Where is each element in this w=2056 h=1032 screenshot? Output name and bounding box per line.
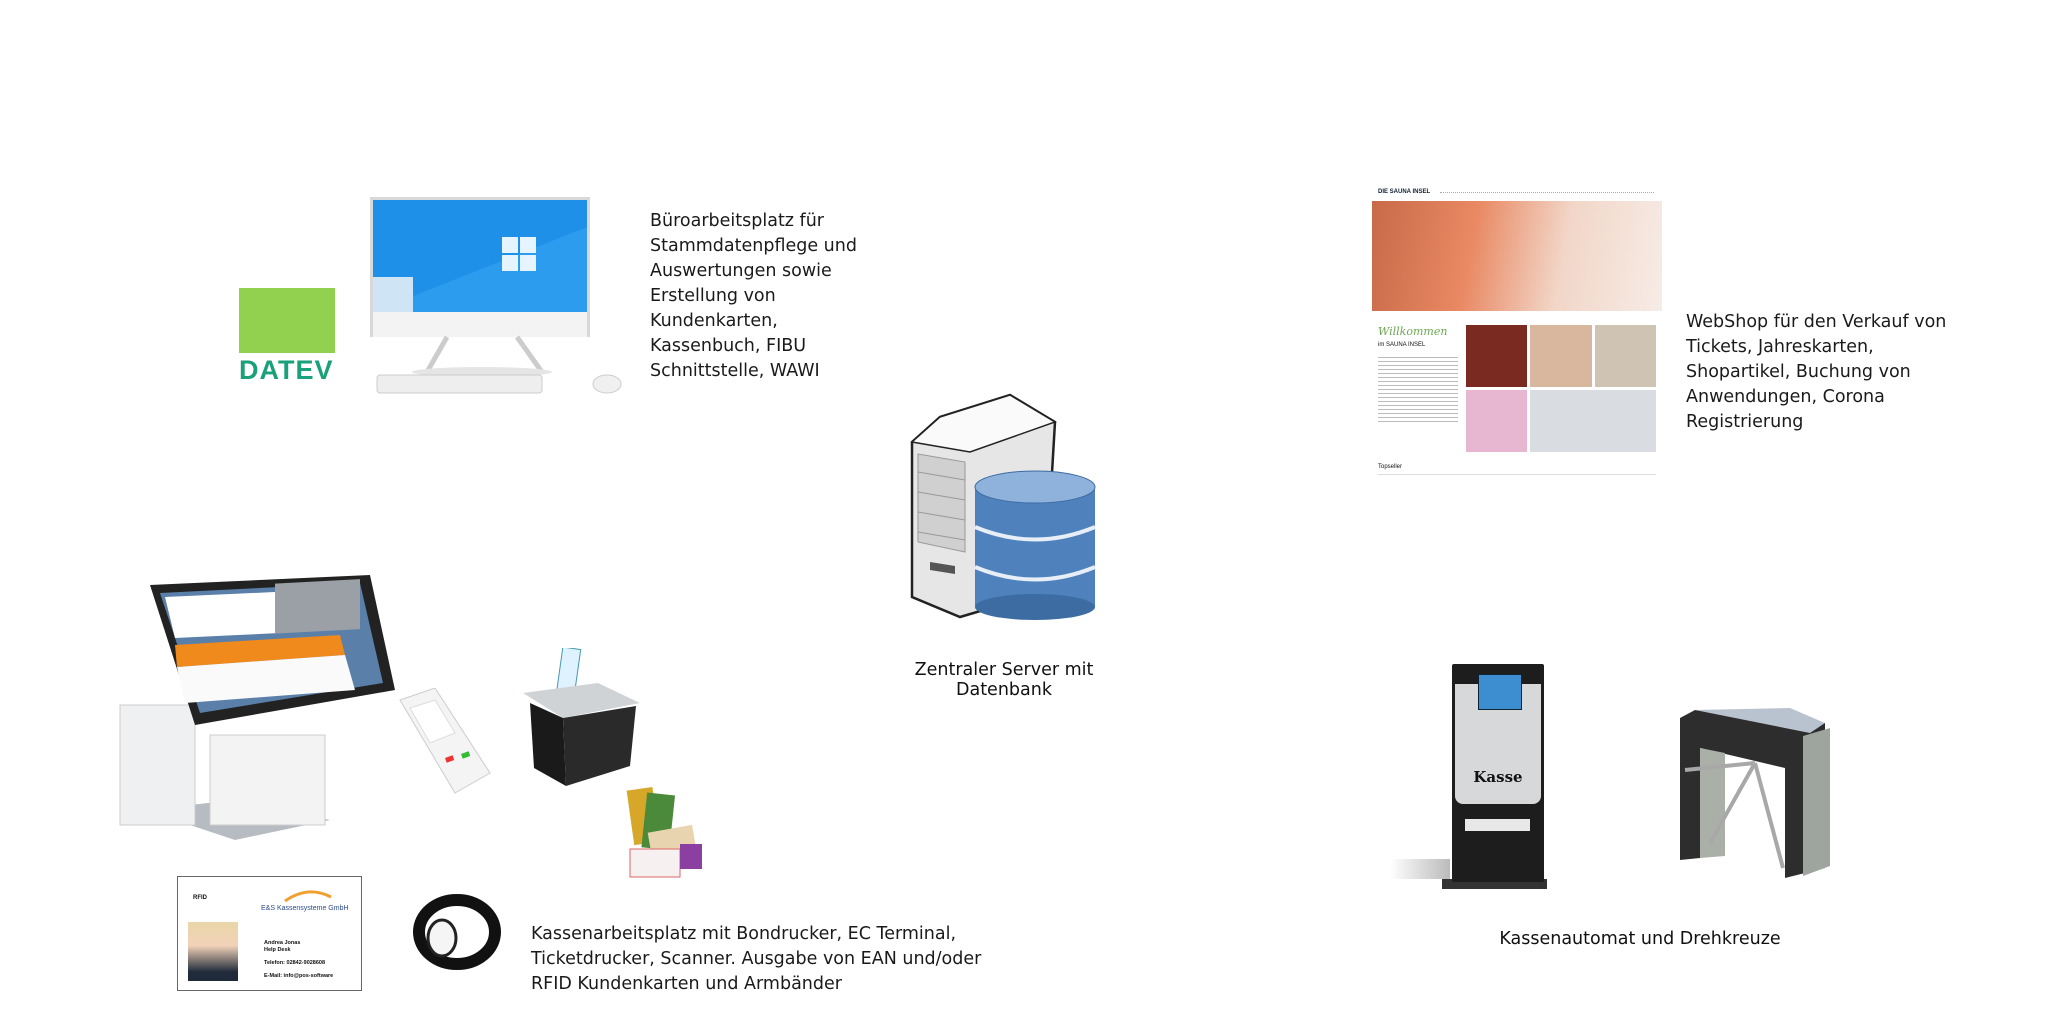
- office-description-line: Auswertungen sowie: [650, 261, 832, 281]
- card-company-name: E&S Kassensysteme GmbH: [261, 905, 349, 912]
- database-cylinder: [974, 470, 1096, 620]
- server-database-icon: [910, 393, 1096, 620]
- kiosk-caption: Kassenautomat und Drehkreuze: [1499, 929, 1781, 949]
- webshop-description-line: WebShop für den Verkauf von: [1686, 312, 1947, 332]
- rfid-label: RFID: [193, 895, 207, 901]
- office-description-line: Erstellung von: [650, 286, 776, 306]
- rfid-customer-card: RFID E&S Kassensysteme GmbH Andrea Jonas…: [177, 876, 362, 991]
- office-computer-image: [370, 197, 622, 394]
- webshop-header: DIE SAUNA INSEL: [1372, 183, 1662, 201]
- server-caption: Zentraler Server mit Datenbank: [914, 660, 1094, 700]
- kiosk-label: Kasse: [1473, 768, 1523, 786]
- card-phone: Telefon: 02842-9028608: [264, 960, 326, 966]
- rfid-wristband-image: [413, 894, 501, 970]
- webshop-description-line: Tickets, Jahreskarten,: [1686, 337, 1874, 357]
- office-description-line: Schnittstelle, WAWI: [650, 361, 820, 381]
- webshop-description-line: Registrierung: [1686, 412, 1804, 432]
- webshop-description-line: Anwendungen, Corona: [1686, 387, 1885, 407]
- webshop-logo: DIE SAUNA INSEL: [1378, 189, 1431, 195]
- datev-logo: DATEV: [239, 288, 335, 385]
- kiosk-screen: [1478, 674, 1522, 710]
- company-logo-arc-icon: [284, 890, 332, 903]
- ec-terminal-image: [399, 688, 491, 794]
- pos-description-line: RFID Kundenkarten und Armbänder: [531, 974, 842, 994]
- webshop-welcome-sub: im SAUNA INSEL: [1378, 342, 1426, 348]
- webshop-screenshot: DIE SAUNA INSEL Willkommen im SAUNA INSE…: [1372, 183, 1662, 479]
- card-photo: [188, 922, 238, 981]
- card-role: Help Desk: [264, 947, 291, 953]
- office-description-line: Kassenbuch, FIBU: [650, 336, 807, 356]
- pos-description-line: Kassenarbeitsplatz mit Bondrucker, EC Te…: [531, 924, 957, 944]
- office-description-line: Kundenkarten,: [650, 311, 778, 331]
- datev-logo-text: DATEV: [239, 355, 334, 385]
- office-description: Büroarbeitsplatz für Stammdatenpflege un…: [650, 209, 857, 384]
- card-email: E-Mail: info@pos-software: [264, 973, 334, 979]
- pos-description: Kassenarbeitsplatz mit Bondrucker, EC Te…: [531, 922, 981, 997]
- pos-terminal-image: [119, 575, 395, 840]
- office-description-line: Stammdatenpflege und: [650, 236, 857, 256]
- pos-description-line: Ticketdrucker, Scanner. Ausgabe von EAN …: [531, 949, 982, 969]
- turnstile-image: [1680, 708, 1830, 878]
- office-description-line: Büroarbeitsplatz für: [650, 211, 825, 231]
- webshop-description: WebShop für den Verkauf von Tickets, Jah…: [1686, 310, 1946, 435]
- webshop-hero-image: [1372, 201, 1662, 311]
- tickets-image: [626, 787, 702, 878]
- webshop-welcome-heading: Willkommen: [1378, 325, 1448, 338]
- ticket-kiosk-image: Kasse: [1390, 664, 1550, 892]
- ticket-printer-image: [523, 648, 640, 786]
- card-name: Andrea Jonas: [264, 940, 301, 946]
- webshop-topseller-label: Topseller: [1378, 464, 1656, 475]
- webshop-description-line: Shopartikel, Buchung von: [1686, 362, 1911, 382]
